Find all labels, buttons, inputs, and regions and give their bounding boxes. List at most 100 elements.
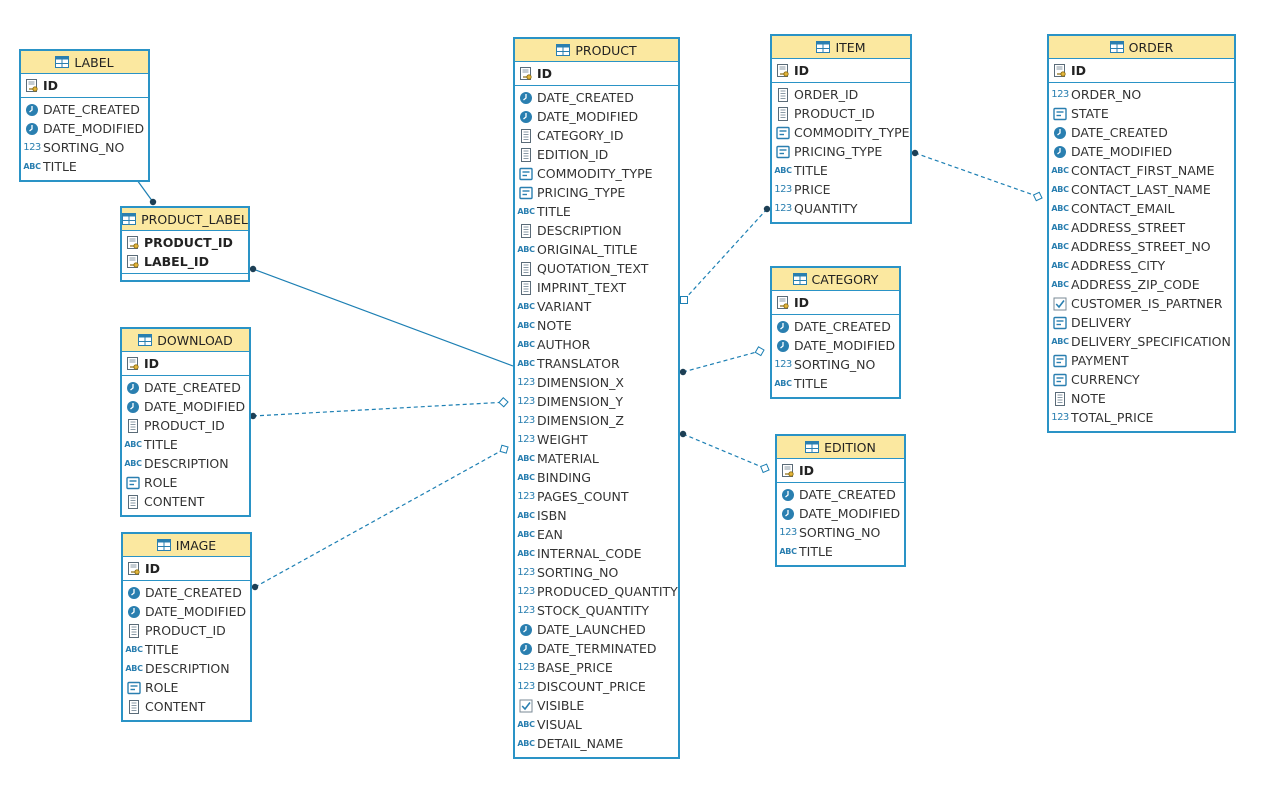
- column-row[interactable]: DATE_MODIFIED: [777, 504, 904, 523]
- entity-header[interactable]: ORDER: [1049, 36, 1234, 59]
- entity-header[interactable]: PRODUCT_LABEL: [122, 208, 248, 231]
- entity-header[interactable]: DOWNLOAD: [122, 329, 249, 352]
- column-row[interactable]: CONTENT: [122, 492, 249, 511]
- primary-key-column[interactable]: LABEL_ID: [122, 252, 248, 271]
- column-row[interactable]: ROLE: [123, 678, 250, 697]
- column-row[interactable]: PRODUCT_ID: [123, 621, 250, 640]
- column-row[interactable]: DATE_CREATED: [123, 583, 250, 602]
- column-row[interactable]: DATE_LAUNCHED: [515, 620, 678, 639]
- entity-header[interactable]: PRODUCT: [515, 39, 678, 62]
- column-row[interactable]: DELIVERY: [1049, 313, 1234, 332]
- primary-key-column[interactable]: ID: [772, 293, 899, 312]
- primary-key-column[interactable]: ID: [777, 461, 904, 480]
- primary-key-column[interactable]: PRODUCT_ID: [122, 233, 248, 252]
- relationship-line-download-product[interactable]: [252, 401, 509, 417]
- column-row[interactable]: QUOTATION_TEXT: [515, 259, 678, 278]
- column-row[interactable]: CATEGORY_ID: [515, 126, 678, 145]
- column-row[interactable]: DATE_CREATED: [772, 317, 899, 336]
- column-row[interactable]: CONTENT: [123, 697, 250, 716]
- relationship-line-product-category[interactable]: [682, 349, 765, 373]
- column-row[interactable]: PRICING_TYPE: [772, 142, 910, 161]
- primary-key-column[interactable]: ID: [515, 64, 678, 83]
- column-row[interactable]: PRODUCT_ID: [122, 416, 249, 435]
- primary-key-column[interactable]: ID: [21, 76, 148, 95]
- column-row[interactable]: DATE_MODIFIED: [123, 602, 250, 621]
- column-row[interactable]: CURRENCY: [1049, 370, 1234, 389]
- relationship-line-image-product[interactable]: [254, 446, 509, 588]
- column-row[interactable]: COMMODITY_TYPE: [772, 123, 910, 142]
- column-row[interactable]: PAYMENT: [1049, 351, 1234, 370]
- column-row[interactable]: PRODUCT_ID: [772, 104, 910, 123]
- relationship-line-label-product-label[interactable]: [136, 179, 154, 203]
- column-row[interactable]: EDITION_ID: [515, 145, 678, 164]
- relationship-line-product-edition[interactable]: [682, 433, 770, 471]
- column-row[interactable]: ROLE: [122, 473, 249, 492]
- column-row[interactable]: DATE_CREATED: [122, 378, 249, 397]
- entity-header[interactable]: IMAGE: [123, 534, 250, 557]
- entity-header[interactable]: LABEL: [21, 51, 148, 74]
- column-row[interactable]: DATE_MODIFIED: [1049, 142, 1234, 161]
- entity-header[interactable]: ITEM: [772, 36, 910, 59]
- column-row[interactable]: STATE: [1049, 104, 1234, 123]
- primary-key-column[interactable]: ID: [772, 61, 910, 80]
- column-row[interactable]: DATE_MODIFIED: [21, 119, 148, 138]
- column-row[interactable]: NOTE: [1049, 389, 1234, 408]
- relationship-line-item-order[interactable]: [914, 152, 1043, 199]
- primary-key-column[interactable]: ID: [122, 354, 249, 373]
- primary-key-column[interactable]: ID: [1049, 61, 1234, 80]
- relationship-line-item-product[interactable]: [683, 208, 768, 301]
- column-row[interactable]: DATE_MODIFIED: [772, 336, 899, 355]
- entity-header[interactable]: EDITION: [777, 436, 904, 459]
- column-row[interactable]: DATE_CREATED: [515, 88, 678, 107]
- column-row[interactable]: PRICING_TYPE: [515, 183, 678, 202]
- column-row[interactable]: ORDER_ID: [772, 85, 910, 104]
- column-row[interactable]: DATE_MODIFIED: [515, 107, 678, 126]
